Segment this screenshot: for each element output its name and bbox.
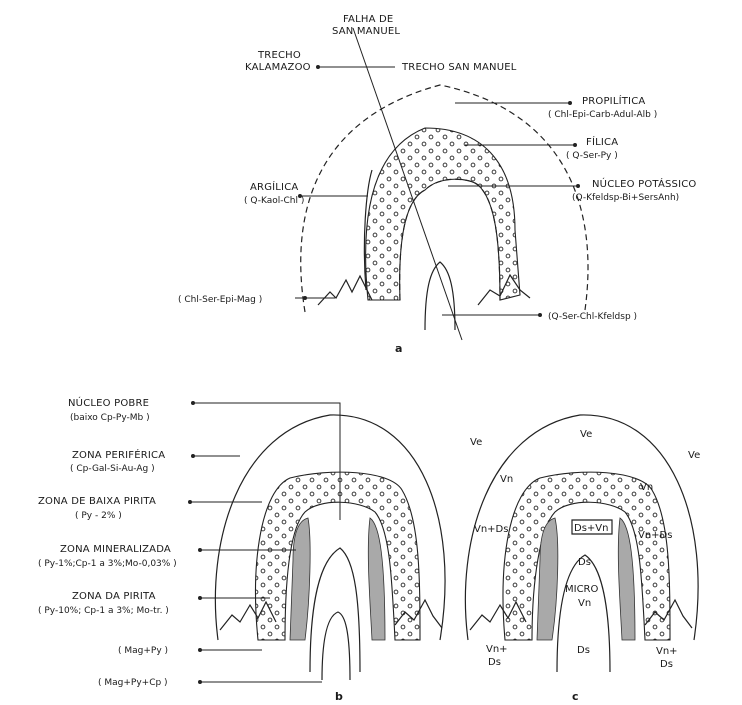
baixa-pirita-label: ZONA DE BAIXA PIRITA	[38, 496, 156, 507]
c-vn-right: Vn	[640, 482, 653, 493]
mag-py-cp-label: ( Mag+Py+Cp )	[98, 678, 168, 688]
c-vn-micro: Vn	[578, 598, 591, 609]
da-pirita-label: ZONA DA PIRITA	[72, 591, 156, 602]
caption-a: a	[395, 342, 402, 355]
q-ser-dot	[538, 313, 542, 317]
c-vn-ds-right: Vn+Ds	[638, 530, 672, 541]
chl-ser-label: ( Chl-Ser-Epi-Mag )	[178, 295, 262, 305]
mag-py-label: ( Mag+Py )	[118, 646, 168, 656]
periferica-label: ZONA PERIFÉRICA	[72, 448, 165, 461]
kalamazoo-dot	[316, 65, 320, 69]
san-manuel-label: TRECHO SAN MANUEL	[401, 62, 517, 73]
c-vn-left: Vn	[500, 474, 513, 485]
kalamazoo-label: TRECHO	[257, 50, 301, 61]
da-pirita-sub: ( Py-10%; Cp-1 a 3%; Mo-tr. )	[38, 606, 169, 616]
argilica-label: ARGÍLICA	[250, 180, 298, 193]
b-inner-core-2	[322, 612, 350, 680]
core-shape	[425, 262, 455, 330]
c-ve-right: Ve	[688, 450, 700, 461]
c-ve-left: Ve	[470, 437, 482, 448]
propilitica-dot	[568, 101, 572, 105]
nucleo-pobre-sub: (baixo Cp-Py-Mb )	[70, 413, 150, 423]
c-vn-ds-left: Vn+Ds	[474, 524, 508, 535]
c-ve-top: Ve	[580, 429, 592, 440]
b-dotted-band	[256, 472, 420, 640]
baixa-pirita-sub: ( Py - 2% )	[75, 511, 122, 521]
phyllic-band	[366, 128, 520, 300]
q-ser-label: (Q-Ser-Chl-Kfeldsp )	[548, 312, 637, 322]
mineralizada-sub: ( Py-1%;Cp-1 a 3%;Mo-0,03% )	[38, 559, 177, 569]
caption-c: c	[572, 690, 579, 703]
nucleo-label: NÚCLEO POTÁSSICO	[592, 177, 697, 190]
filica-sub: ( Q-Ser-Py )	[566, 151, 618, 161]
periferica-sub: ( Cp-Gal-Si-Au-Ag )	[70, 464, 155, 474]
caption-b: b	[335, 690, 343, 703]
argilica-dot	[298, 194, 302, 198]
panel-a: FALHA DE SAN MANUEL TRECHO KALAMAZOO TRE…	[178, 14, 697, 355]
c-ds-vn: Ds+Vn	[574, 523, 608, 534]
mineralizada-label: ZONA MINERALIZADA	[60, 544, 171, 555]
falha-label-2: SAN MANUEL	[332, 26, 400, 37]
c-ds-bottom: Ds	[577, 645, 590, 656]
nucleo-pobre-label: NÚCLEO POBRE	[68, 396, 149, 409]
c-micro: MICRO	[565, 584, 599, 595]
filica-dot	[573, 143, 577, 147]
c-ds: Ds	[578, 557, 591, 568]
zigzag-left	[318, 276, 372, 305]
b-inner-core	[310, 548, 360, 672]
propilitica-sub: ( Chl-Epi-Carb-Adul-Alb )	[548, 110, 657, 120]
c-ds-br: Ds	[660, 659, 673, 670]
falha-label: FALHA DE	[343, 14, 393, 25]
c-vn-br: Vn+	[656, 646, 678, 657]
chl-ser-dot	[303, 296, 307, 300]
c-ds-bl: Ds	[488, 657, 501, 668]
panel-b: NÚCLEO POBRE (baixo Cp-Py-Mb ) ZONA PERI…	[38, 396, 445, 703]
panel-c: Ve Ve Ve Vn Vn Vn+Ds Ds+Vn Vn+Ds Ds MICR…	[465, 415, 700, 703]
c-vn-bl: Vn+	[486, 644, 508, 655]
c-gray-right	[618, 518, 635, 640]
nucleo-sub: (Q-Kfeldsp-Bi+SersAnh)	[572, 193, 679, 203]
nucleo-dot	[576, 184, 580, 188]
argilica-sub: ( Q-Kaol-Chl )	[244, 196, 304, 206]
b-gray-right	[368, 518, 385, 640]
propylitic-envelope	[301, 85, 588, 312]
propilitica-label: PROPILÍTICA	[582, 94, 645, 107]
filica-label: FÍLICA	[586, 135, 618, 148]
kalamazoo-label-2: KALAMAZOO	[245, 62, 311, 73]
